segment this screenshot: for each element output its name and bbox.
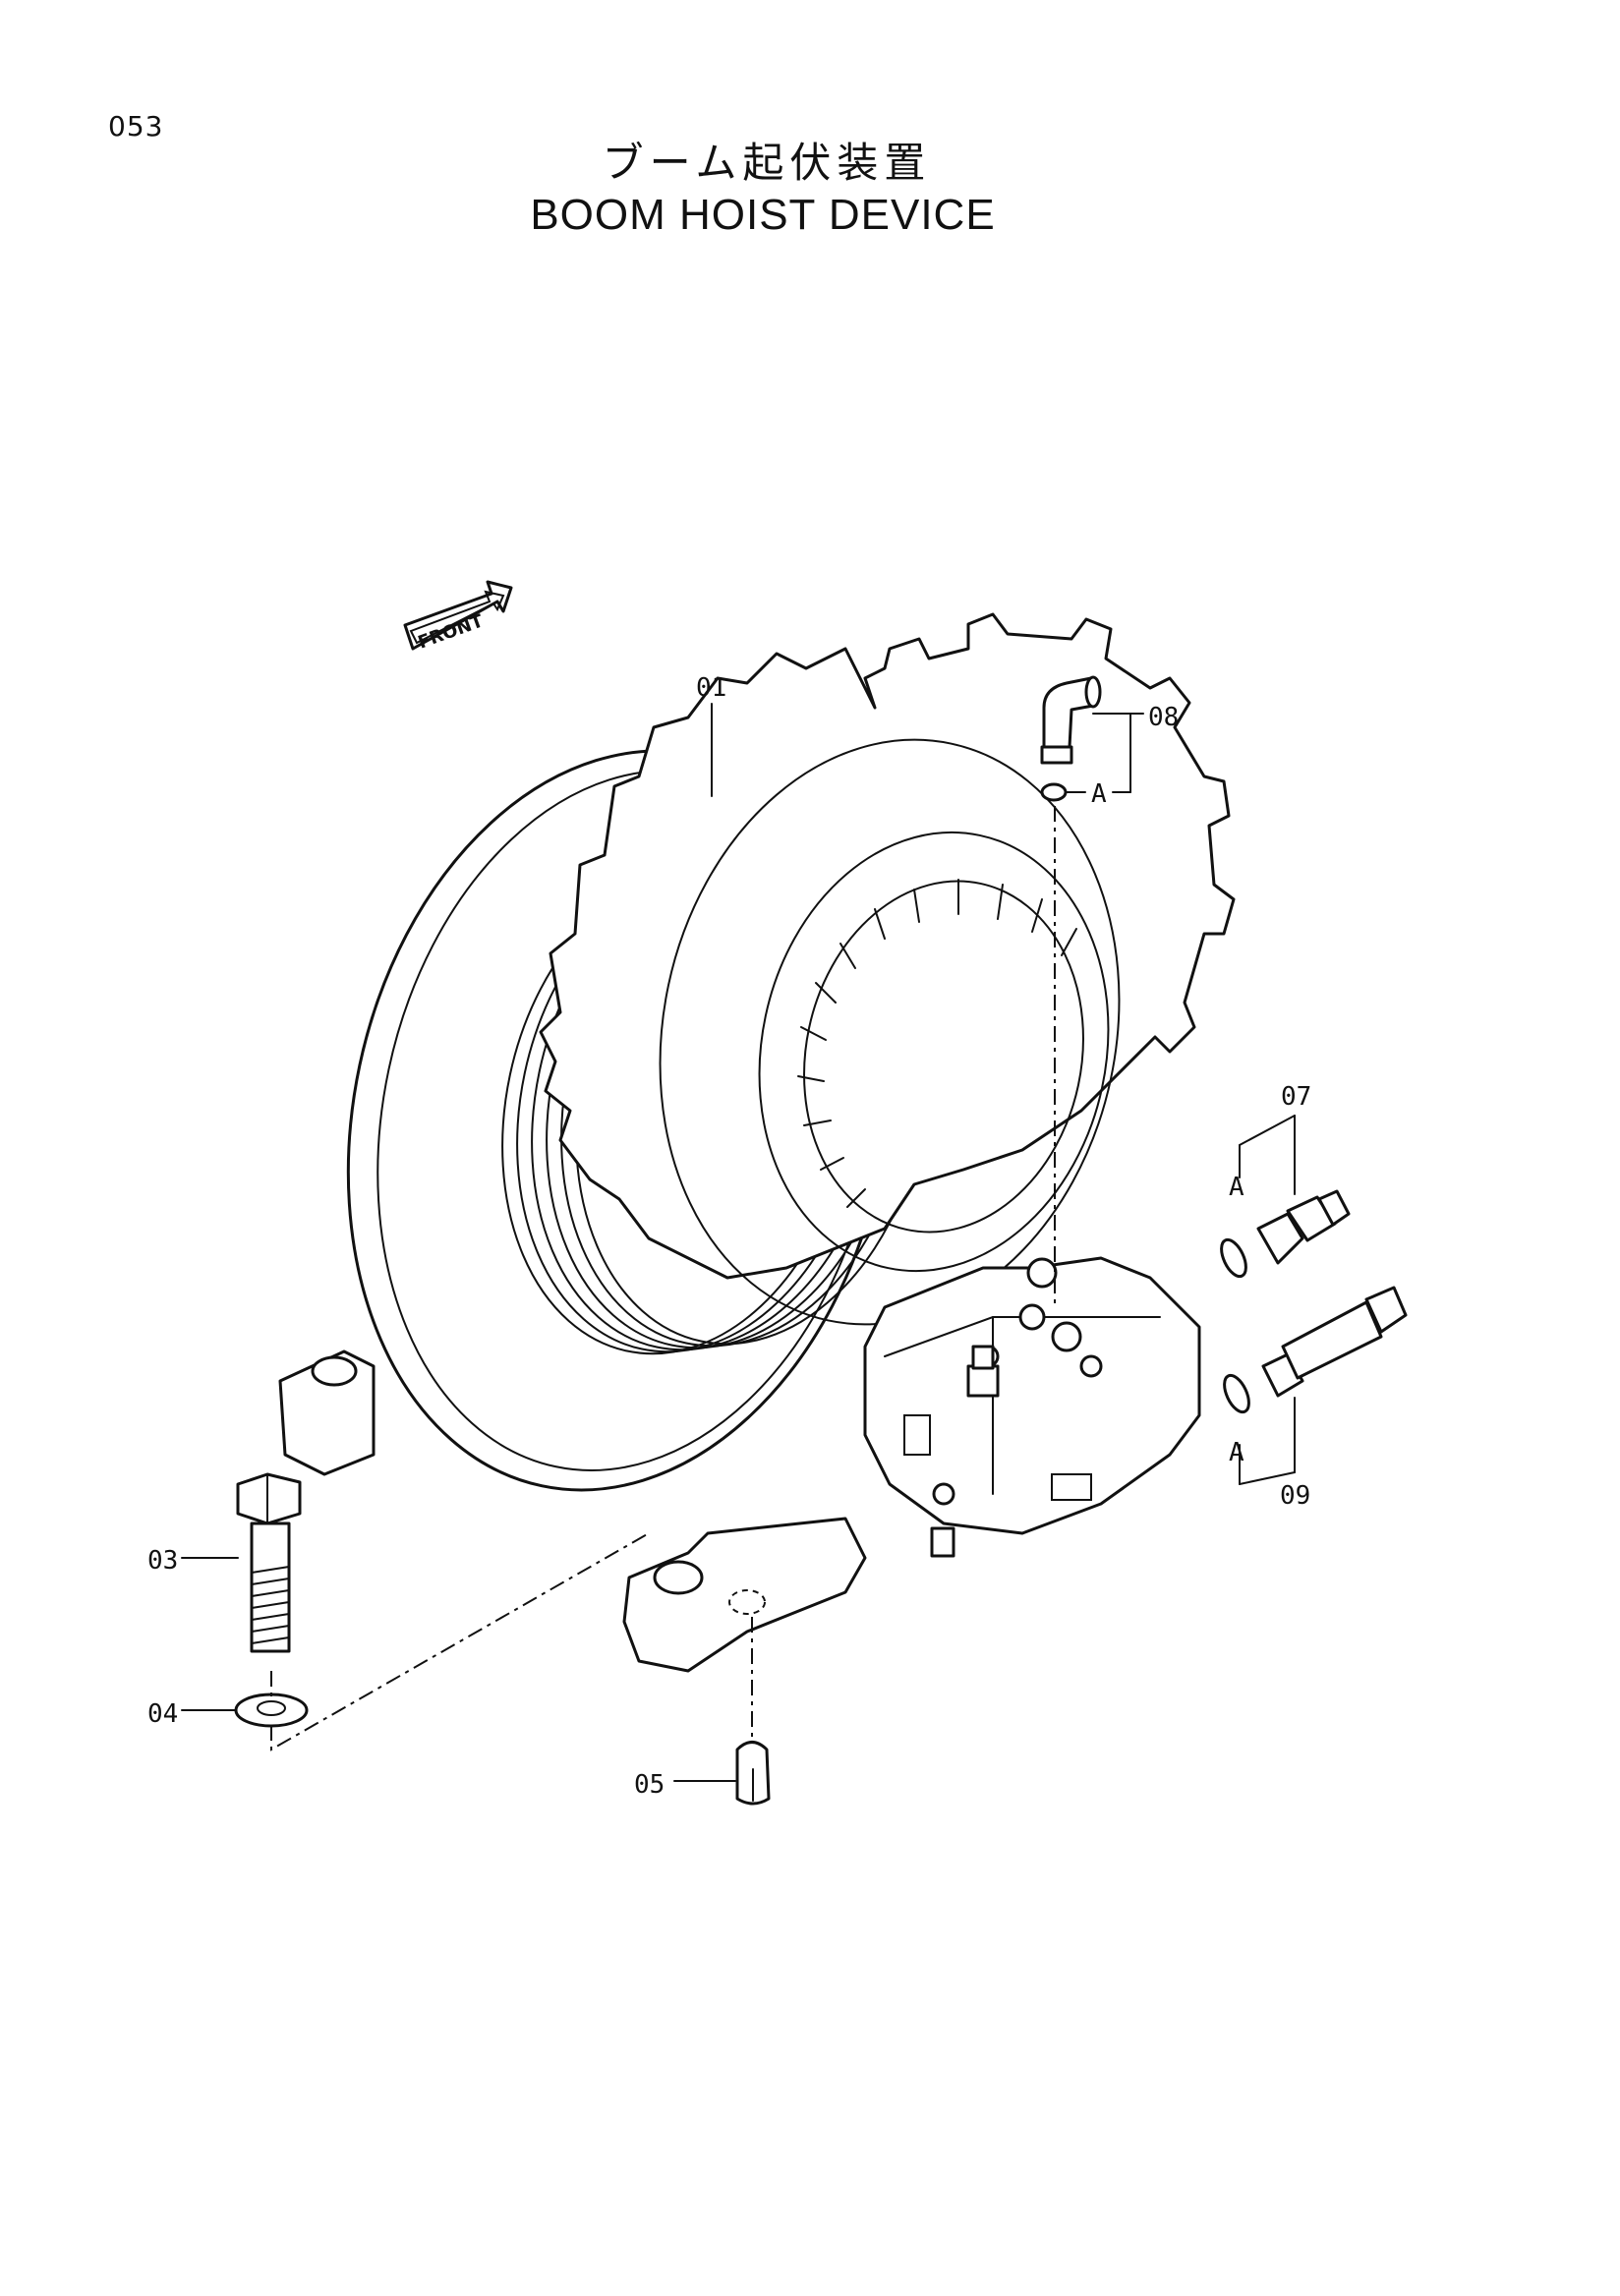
page-number: 053 <box>108 110 164 143</box>
callout-04: 04 <box>147 1699 178 1729</box>
hydraulic-motor-block <box>863 1256 1201 1558</box>
callout-07: 07 <box>1281 1082 1311 1112</box>
bolt-03 <box>236 1472 302 1653</box>
ref-label-a-07: A <box>1229 1173 1244 1202</box>
elbow-fitting-08 <box>1040 675 1102 802</box>
callout-01: 01 <box>696 673 726 703</box>
ref-label-a-09: A <box>1229 1438 1244 1467</box>
leader-lines <box>181 703 1296 1782</box>
front-arrow-icon: FRONT <box>403 580 513 654</box>
assembly-lines <box>270 806 1056 1751</box>
winch-drum-assembly <box>278 612 1236 1673</box>
pin-05 <box>735 1741 771 1806</box>
page-title: BOOM HOIST DEVICE <box>530 191 996 239</box>
callout-03: 03 <box>147 1546 178 1576</box>
callout-09: 09 <box>1280 1481 1310 1511</box>
callout-05: 05 <box>634 1770 665 1800</box>
fitting-09 <box>1223 1286 1408 1414</box>
fitting-07 <box>1220 1189 1351 1279</box>
ref-label-a-08: A <box>1091 779 1107 809</box>
washer-04 <box>234 1693 309 1728</box>
page-title-japanese: ブーム起伏装置 <box>602 139 932 187</box>
callout-08: 08 <box>1148 703 1179 732</box>
